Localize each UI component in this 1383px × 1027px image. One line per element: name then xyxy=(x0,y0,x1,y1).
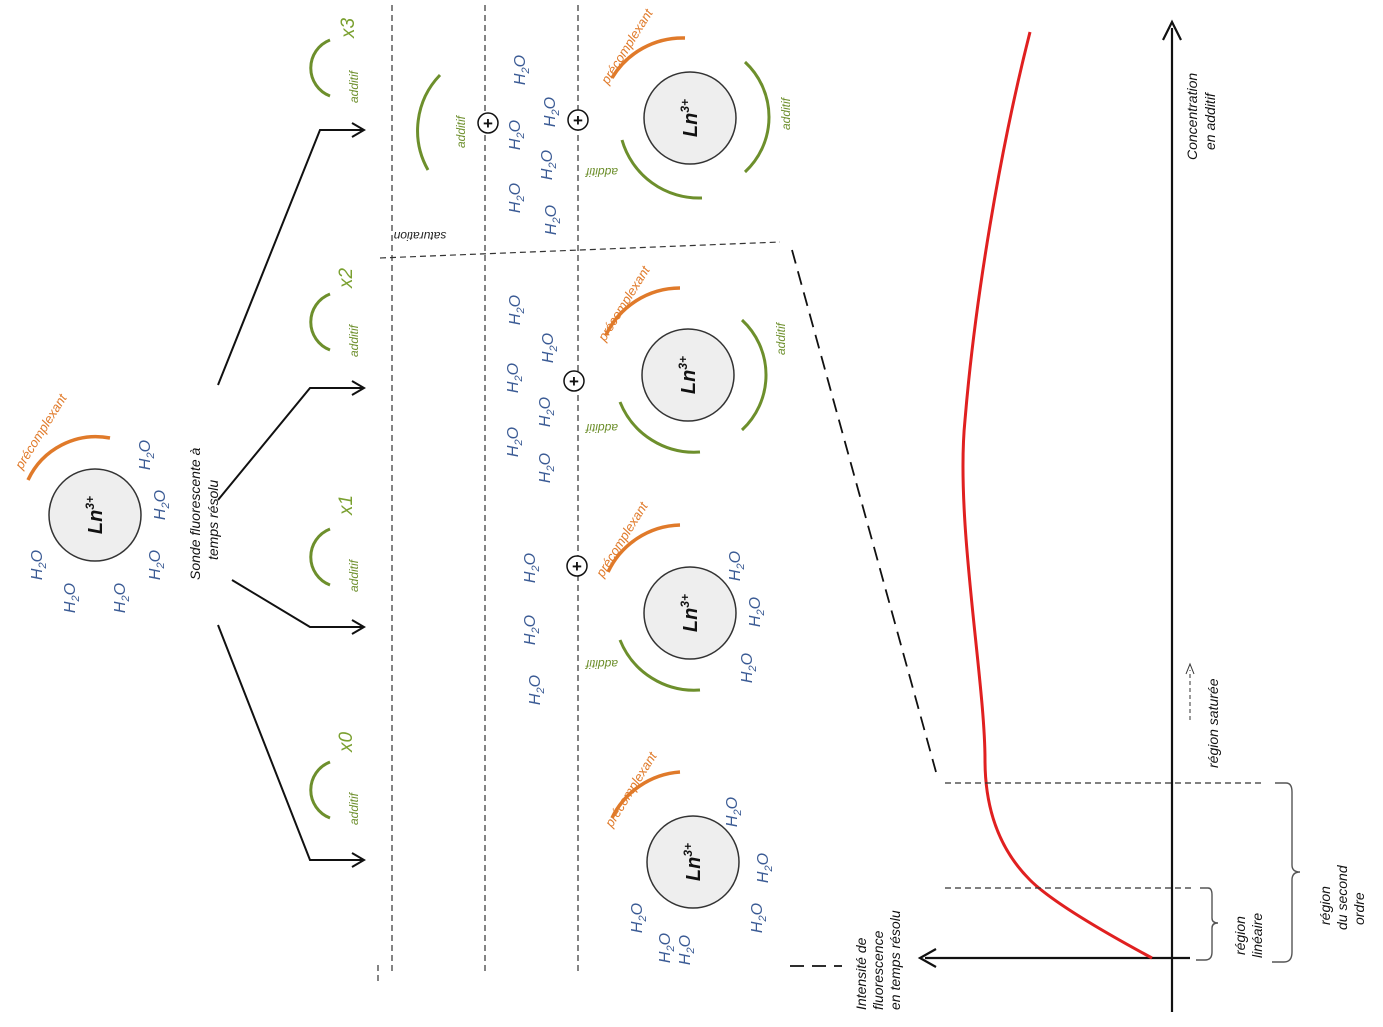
water-label: H2O xyxy=(512,55,532,85)
water-label: H2O xyxy=(542,97,562,127)
ion-label: Ln3+ xyxy=(83,496,107,534)
brace-second-ordre xyxy=(1272,782,1301,963)
svg-text:additif: additif xyxy=(584,165,618,179)
region-lineaire-label: région linéaire xyxy=(1232,912,1265,958)
additif-label: additif xyxy=(347,323,361,357)
svg-text:+: + xyxy=(483,114,493,133)
water-molecule: H2O xyxy=(29,550,49,580)
fluorescence-curve xyxy=(961,31,1153,960)
region-saturee-label: région saturée xyxy=(1205,678,1221,768)
additif-label: additif xyxy=(347,791,361,825)
dashed-guides xyxy=(377,5,781,985)
multiplier-x1: x1 xyxy=(336,495,357,516)
multiplier-x0: x0 xyxy=(336,732,357,754)
projection-lines xyxy=(790,249,937,967)
water-label: H2O xyxy=(62,583,82,613)
region-second-label: région du second ordre xyxy=(1317,862,1367,931)
water-molecule: H2O xyxy=(62,583,82,613)
multiplier-x2: x2 xyxy=(336,268,357,290)
additif-doses: additif additif additif additif x0 x1 x2 x3 xyxy=(309,18,361,825)
ion-free: Ln3+ xyxy=(48,468,142,562)
svg-text:+: + xyxy=(569,372,579,391)
water-label: H2O xyxy=(539,150,559,180)
water-label: H2O xyxy=(747,597,767,627)
water-label: H2O xyxy=(137,440,157,470)
saturation-label: saturation xyxy=(393,229,446,243)
water-label: H2O xyxy=(543,205,563,235)
water-label: H2O xyxy=(677,935,697,965)
water-label: H2O xyxy=(522,553,542,583)
water-label: H2O xyxy=(749,903,769,933)
distribution-arrows xyxy=(217,122,366,868)
water-label: H2O xyxy=(727,551,747,581)
svg-text:Ln3+: Ln3+ xyxy=(681,843,705,881)
water-label: H2O xyxy=(507,120,527,150)
svg-text:additif: additif xyxy=(779,96,793,130)
free-probe: Ln3+ précomplexant H2O H2O H2O H2O H2O H… xyxy=(11,390,221,613)
svg-text:Ln3+: Ln3+ xyxy=(678,99,702,137)
region-guides xyxy=(945,782,1265,889)
complex-x3: Ln3+ précomplexant additif additif addit… xyxy=(416,5,793,235)
water-label: H2O xyxy=(537,397,557,427)
water-label: H2O xyxy=(507,295,527,325)
complex-x1: Ln3+ précomplexant additif H2O H2O H2O H… xyxy=(522,498,767,705)
water-label: H2O xyxy=(29,550,49,580)
water-label: H2O xyxy=(505,363,525,393)
water-label: H2O xyxy=(112,583,132,613)
complex-x2: Ln3+ précomplexant additif additif H2O H… xyxy=(505,262,788,483)
water-label: H2O xyxy=(147,550,167,580)
precomplexant-arc-free xyxy=(26,434,111,481)
water-molecule: H2O xyxy=(147,550,167,580)
svg-text:+: + xyxy=(573,111,583,130)
plot-axes xyxy=(917,19,1190,1012)
svg-text:précomplexant: précomplexant xyxy=(601,748,660,830)
additif-label: additif xyxy=(347,69,361,103)
svg-text:précomplexant: précomplexant xyxy=(594,262,653,344)
complex-x0: Ln3+ précomplexant H2O H2O H2O H2O H2O H… xyxy=(601,748,775,965)
water-label: H2O xyxy=(537,453,557,483)
svg-text:additif: additif xyxy=(774,321,788,355)
water-label: H2O xyxy=(755,853,775,883)
additif-label: additif xyxy=(347,558,361,592)
water-label: H2O xyxy=(724,797,744,827)
water-label: H2O xyxy=(739,653,759,683)
svg-text:+: + xyxy=(572,557,582,576)
svg-text:additif: additif xyxy=(454,114,468,148)
svg-text:précomplexant: précomplexant xyxy=(592,498,651,580)
water-label: H2O xyxy=(540,333,560,363)
water-molecule: H2O xyxy=(152,490,172,520)
y-axis-label: Intensité de fluorescence en temps résol… xyxy=(853,910,903,1010)
water-label: H2O xyxy=(152,490,172,520)
water-label: H2O xyxy=(505,427,525,457)
svg-text:additif: additif xyxy=(584,657,618,671)
water-molecule: H2O xyxy=(137,440,157,470)
water-label: H2O xyxy=(629,903,649,933)
svg-text:Ln3+: Ln3+ xyxy=(676,356,700,394)
svg-text:additif: additif xyxy=(584,421,618,435)
water-label: H2O xyxy=(522,615,542,645)
water-molecule: H2O xyxy=(112,583,132,613)
svg-text:Ln3+: Ln3+ xyxy=(678,594,702,632)
x-axis-label: Concentration en additif xyxy=(1184,69,1218,160)
water-label: H2O xyxy=(507,183,527,213)
multiplier-x3: x3 xyxy=(338,18,359,40)
probe-label: Sonde fluorescente à temps résolu xyxy=(187,444,221,580)
water-label: H2O xyxy=(527,675,547,705)
brace-lineaire xyxy=(1196,887,1219,961)
water-label: H2O xyxy=(657,933,677,963)
